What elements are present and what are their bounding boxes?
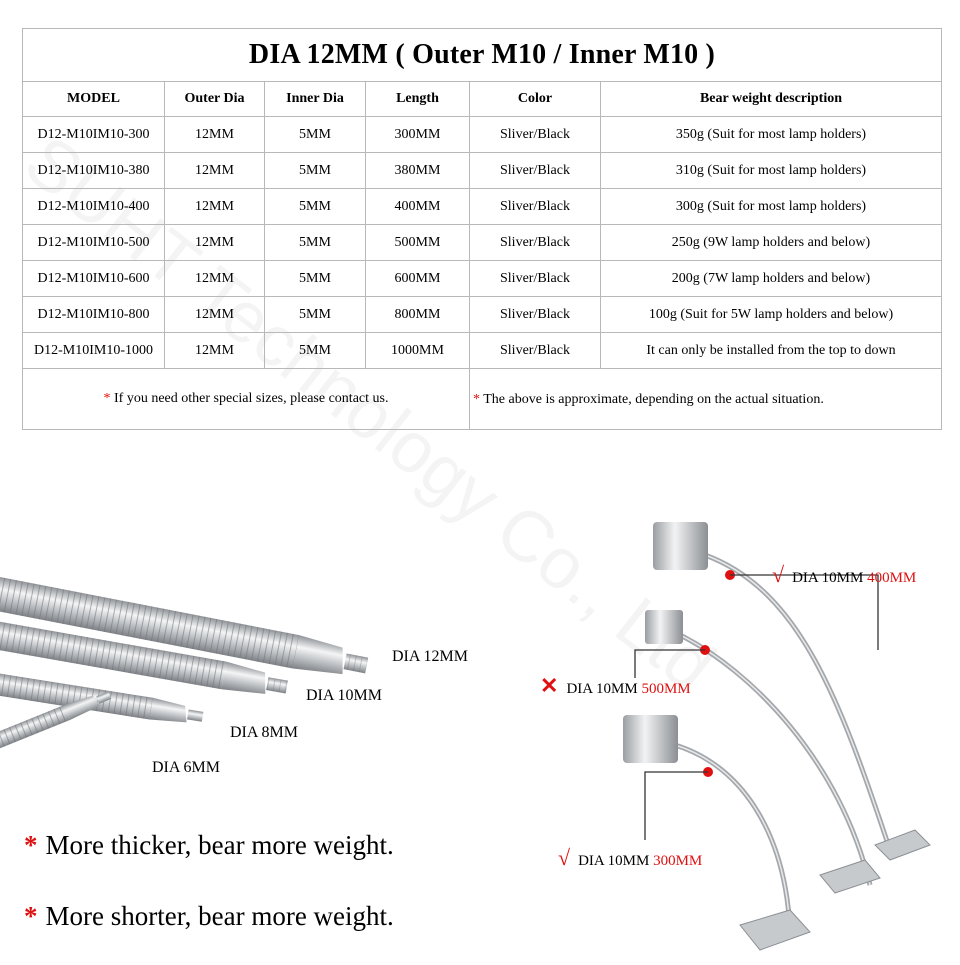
- table-cell: Sliver/Black: [469, 188, 601, 225]
- lamp-400mm: [653, 522, 931, 861]
- table-cell: It can only be installed from the top to…: [600, 332, 942, 369]
- approximate-note: * The above is approximate, depending on…: [469, 368, 942, 430]
- table-cell: 100g (Suit for 5W lamp holders and below…: [600, 296, 942, 333]
- table-cell: 5MM: [264, 116, 366, 153]
- tube-comparison: DIA 12MM DIA 10MM DIA 8MM DIA 6MM: [0, 540, 500, 800]
- table-cell: 5MM: [264, 188, 366, 225]
- table-cell: Sliver/Black: [469, 224, 601, 261]
- table-cell: D12-M10IM10-400: [22, 188, 165, 225]
- table-cell: Sliver/Black: [469, 116, 601, 153]
- table-cell: D12-M10IM10-600: [22, 260, 165, 297]
- table-cell: 800MM: [365, 296, 470, 333]
- table-cell: 300MM: [365, 116, 470, 153]
- table-cell: D12-M10IM10-800: [22, 296, 165, 333]
- table-cell: Sliver/Black: [469, 260, 601, 297]
- note-marker: *: [473, 391, 480, 407]
- tube-12mm: [0, 575, 369, 675]
- spec-table: DIA 12MM ( Outer M10 / Inner M10 ) MODEL…: [22, 28, 942, 430]
- tube-10mm: [0, 620, 288, 694]
- table-note-row: * If you need other special sizes, pleas…: [22, 368, 942, 430]
- column-header: Length: [365, 81, 470, 117]
- table-cell: 5MM: [264, 260, 366, 297]
- lamp-400mm-prefix: DIA 10MM: [792, 570, 868, 586]
- table-cell: 5MM: [264, 224, 366, 261]
- table-cell: 12MM: [164, 116, 265, 153]
- table-cell: 250g (9W lamp holders and below): [600, 224, 942, 261]
- note-marker: *: [103, 391, 111, 406]
- table-cell: 310g (Suit for most lamp holders): [600, 152, 942, 189]
- table-cell: 380MM: [365, 152, 470, 189]
- table-cell: 600MM: [365, 260, 470, 297]
- bullet-thicker: *More thicker, bear more weight.: [24, 830, 394, 861]
- table-cell: D12-M10IM10-380: [22, 152, 165, 189]
- table-cell: 500MM: [365, 224, 470, 261]
- tube-8mm: [0, 672, 204, 723]
- lamp-500mm-label: ✕ DIA 10MM 500MM: [540, 673, 691, 699]
- label-dia-6mm: DIA 6MM: [152, 759, 221, 776]
- bullet-thicker-text: More thicker, bear more weight.: [45, 830, 394, 860]
- lamp-500mm-prefix: DIA 10MM: [566, 681, 642, 697]
- bullet-shorter: *More shorter, bear more weight.: [24, 901, 394, 932]
- table-cell: 12MM: [164, 296, 265, 333]
- approximate-note-text: The above is approximate, depending on t…: [483, 391, 824, 407]
- table-cell: 1000MM: [365, 332, 470, 369]
- column-header: Outer Dia: [164, 81, 265, 117]
- table-cell: Sliver/Black: [469, 296, 601, 333]
- table-cell: 12MM: [164, 332, 265, 369]
- tube-6mm: [0, 691, 112, 750]
- table-cell: 5MM: [264, 332, 366, 369]
- lamp-300mm-prefix: DIA 10MM: [578, 853, 654, 869]
- lamp-300mm: [623, 715, 811, 951]
- table-cell: 350g (Suit for most lamp holders): [600, 116, 942, 153]
- special-size-note-text: If you need other special sizes, please …: [114, 391, 389, 406]
- lamp-400mm-label: √ DIA 10MM 400MM: [772, 562, 916, 588]
- column-header: Color: [469, 81, 601, 117]
- column-header: Bear weight description: [600, 81, 942, 117]
- special-size-note: * If you need other special sizes, pleas…: [22, 368, 470, 430]
- bullet-marker: *: [24, 830, 38, 860]
- table-cell: 12MM: [164, 152, 265, 189]
- table-cell: D12-M10IM10-500: [22, 224, 165, 261]
- bullet-marker: *: [24, 901, 38, 931]
- lamp-300mm-label: √ DIA 10MM 300MM: [558, 845, 702, 871]
- table-cell: 300g (Suit for most lamp holders): [600, 188, 942, 225]
- lamp-400mm-length: 400MM: [867, 570, 917, 586]
- table-cell: 400MM: [365, 188, 470, 225]
- check-icon: √: [558, 845, 571, 870]
- bullet-shorter-text: More shorter, bear more weight.: [45, 901, 394, 931]
- lamp-length-comparison: √ DIA 10MM 400MM ✕ DIA 10MM 500MM √ DIA 10M…: [520, 500, 960, 960]
- table-cell: Sliver/Black: [469, 332, 601, 369]
- lamp-500mm: [634, 610, 881, 894]
- lamp-500mm-length: 500MM: [641, 681, 691, 697]
- gooseneck-tubes-image: [0, 575, 369, 750]
- label-dia-8mm: DIA 8MM: [230, 724, 299, 741]
- label-dia-10mm: DIA 10MM: [306, 687, 383, 704]
- lamp-300mm-length: 300MM: [653, 853, 703, 869]
- table-title: DIA 12MM ( Outer M10 / Inner M10 ): [22, 28, 942, 82]
- table-cell: D12-M10IM10-1000: [22, 332, 165, 369]
- check-icon: √: [772, 562, 785, 587]
- table-cell: 12MM: [164, 260, 265, 297]
- table-cell: 12MM: [164, 188, 265, 225]
- column-header: MODEL: [22, 81, 165, 117]
- table-cell: 200g (7W lamp holders and below): [600, 260, 942, 297]
- label-dia-12mm: DIA 12MM: [392, 648, 469, 665]
- cross-icon: ✕: [540, 673, 559, 698]
- table-cell: 5MM: [264, 152, 366, 189]
- table-cell: Sliver/Black: [469, 152, 601, 189]
- table-cell: 12MM: [164, 224, 265, 261]
- table-cell: D12-M10IM10-300: [22, 116, 165, 153]
- column-header: Inner Dia: [264, 81, 366, 117]
- lamp-holders-image: [623, 522, 931, 951]
- table-cell: 5MM: [264, 296, 366, 333]
